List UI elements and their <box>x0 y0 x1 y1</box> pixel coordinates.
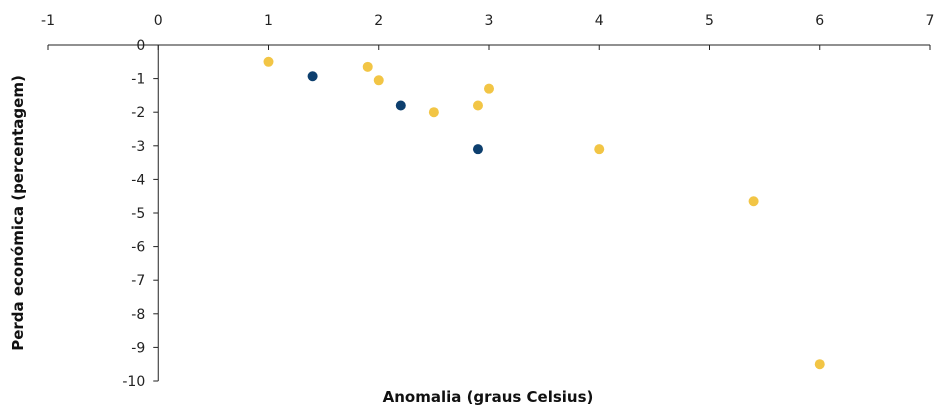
data-point-blue <box>472 144 483 155</box>
y-tick-label: -10 <box>122 374 145 390</box>
data-point-yellow <box>362 61 373 72</box>
data-point-yellow <box>428 107 439 118</box>
y-tick-label: -9 <box>131 340 145 356</box>
data-point-yellow <box>594 144 605 155</box>
data-point-yellow <box>748 196 759 207</box>
x-tick-label: 2 <box>374 13 383 29</box>
y-tick-label: -2 <box>131 105 145 121</box>
y-tick-label: -6 <box>131 240 145 256</box>
x-tick-label: 4 <box>595 13 604 29</box>
x-tick-label: 6 <box>815 13 824 29</box>
y-tick-label: -1 <box>131 72 145 88</box>
y-axis-title: Perda económica (percentagem) <box>9 75 27 351</box>
x-tick-label: 3 <box>485 13 494 29</box>
data-point-blue <box>395 100 406 111</box>
y-tick-label: -4 <box>131 172 145 188</box>
data-point-yellow <box>484 83 494 94</box>
x-tick-label: 1 <box>264 13 273 29</box>
data-point-blue <box>307 71 318 82</box>
x-tick-label: 7 <box>926 13 935 29</box>
y-tick-label: 0 <box>136 38 145 54</box>
x-tick-label: 5 <box>705 13 714 29</box>
data-points <box>263 56 825 370</box>
y-axis: 0 -1 -2 -3 -4 -5 -6 -7 -8 -9 -10 <box>122 38 159 390</box>
x-axis: -1 0 1 2 3 4 5 6 7 <box>41 13 934 50</box>
x-axis-title: Anomalia (graus Celsius) <box>383 388 594 406</box>
data-point-yellow <box>472 100 483 111</box>
y-tick-label: -8 <box>131 307 145 323</box>
y-tick-label: -5 <box>131 206 145 222</box>
data-point-yellow <box>373 75 384 86</box>
data-point-yellow <box>263 56 274 67</box>
y-tick-label: -7 <box>131 273 145 289</box>
data-point-yellow <box>814 359 825 370</box>
y-tick-label: -3 <box>131 139 145 155</box>
x-tick-label: -1 <box>41 13 55 29</box>
x-tick-label: 0 <box>154 13 163 29</box>
